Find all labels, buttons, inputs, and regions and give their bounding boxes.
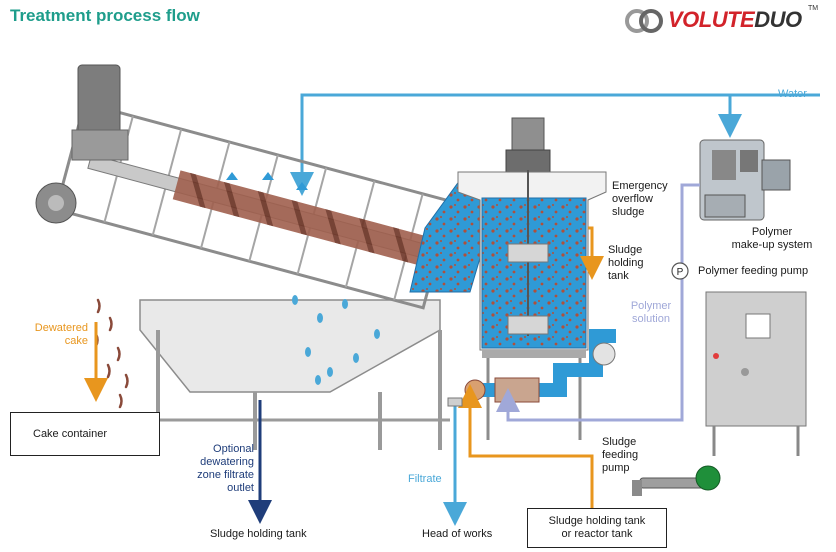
polymer-makeup-label: Polymer make-up system [731, 226, 813, 251]
filtrate-label: Filtrate [408, 473, 442, 485]
reactor-tank-box: Sludge holding tank or reactor tank [527, 508, 667, 548]
sludge-holding-tank-label-right: Sludge holding tank [608, 244, 644, 282]
progressive-cavity-pump-icon [632, 465, 721, 496]
cake-container-box: Cake container [10, 412, 160, 456]
polymer-makeup-unit-icon [699, 139, 791, 221]
volute-logo-icon: VOLUTEDUO TM [624, 4, 832, 38]
pump-icon [671, 262, 689, 280]
optional-outlet-label: Optional dewatering zone filtrate outlet [197, 443, 254, 494]
logo-trademark: TM [808, 5, 819, 12]
svg-text:P: P [677, 267, 684, 278]
logo-word-red: VOLUTE [668, 7, 755, 32]
emergency-overflow-label: Emergency overflow sludge [612, 180, 668, 218]
sludge-holding-tank-label-bottom: Sludge holding tank [210, 528, 307, 540]
page-title: Treatment process flow [10, 6, 200, 25]
polymer-solution-line: P [496, 183, 700, 422]
dewatered-cake-label: Dewatered cake [34, 322, 88, 347]
water-label: Water [778, 88, 807, 100]
logo-word-dark: DUO [754, 7, 802, 32]
control-panel-icon [705, 291, 807, 456]
screw-press-machine-icon [35, 64, 460, 450]
water-line [290, 93, 820, 196]
polymer-feeding-pump-label: Polymer feeding pump [698, 265, 809, 277]
polymer-solution-label: Polymer solution [630, 300, 672, 325]
sludge-feeding-pump-label: Sludge feeding pump [602, 436, 639, 474]
sludge-feed-line [458, 384, 594, 508]
head-of-works-label: Head of works [422, 528, 493, 540]
flocculation-tank-icon [457, 117, 616, 440]
